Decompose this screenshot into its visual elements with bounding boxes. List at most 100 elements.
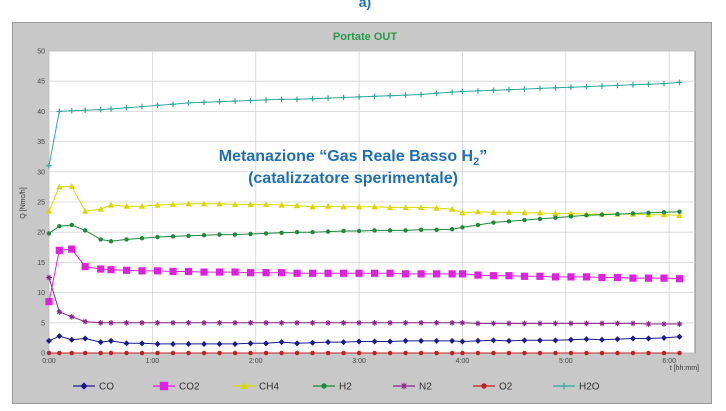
data-point-h2 [491, 220, 496, 225]
data-point-h2o [340, 94, 347, 101]
data-point-h2o [676, 79, 683, 86]
data-point-h2 [232, 232, 238, 237]
data-point-o2 [434, 350, 439, 356]
data-point-h2 [356, 228, 362, 234]
data-point-o2 [615, 350, 620, 356]
data-point-ch4 [355, 203, 363, 210]
legend-entry-o2: O2 [473, 382, 513, 393]
data-point-co2 [200, 268, 208, 276]
data-point-co [139, 340, 146, 347]
data-point-ch4 [505, 209, 513, 215]
data-point-n2 [537, 320, 543, 327]
data-point-o2 [506, 350, 512, 356]
data-point-ch4 [81, 207, 89, 214]
data-point-h2 [537, 216, 543, 222]
data-point-ch4 [56, 183, 63, 190]
data-point-ch4 [536, 209, 544, 216]
data-point-ch4 [490, 209, 497, 215]
x-tick-label: 2:00 [249, 358, 263, 365]
data-point-h2 [403, 228, 408, 233]
data-point-o2 [553, 350, 558, 356]
data-point-h2o [521, 86, 528, 92]
y-tick-label: 25 [37, 200, 45, 207]
data-point-co [325, 339, 332, 346]
data-point-h2o [402, 92, 409, 98]
legend-marker [240, 382, 248, 390]
data-point-n2 [449, 320, 455, 326]
data-point-co [371, 338, 378, 345]
data-point-co2 [448, 270, 456, 278]
data-point-co2 [505, 272, 513, 280]
series-layer [45, 79, 684, 356]
data-point-n2 [247, 320, 254, 326]
data-point-h2o [645, 81, 652, 88]
data-point-o2 [599, 350, 605, 356]
data-point-co [536, 337, 543, 344]
data-point-n2 [661, 321, 667, 327]
legend-marker [481, 383, 487, 389]
data-point-ch4 [371, 203, 378, 210]
data-point-n2 [645, 321, 652, 327]
data-point-n2 [371, 320, 378, 326]
data-point-n2 [154, 320, 161, 326]
legend-label: H2 [339, 382, 352, 393]
data-point-o2 [537, 350, 543, 356]
data-point-co [490, 337, 497, 344]
data-point-co2 [138, 267, 146, 275]
data-point-o2 [568, 350, 574, 356]
data-point-n2 [418, 320, 424, 326]
data-point-co [505, 337, 512, 344]
data-point-h2 [506, 219, 512, 224]
data-point-ch4 [185, 200, 192, 207]
data-point-co [583, 336, 590, 343]
data-point-ch4 [402, 204, 409, 210]
y-tick-label: 0 [41, 351, 45, 358]
data-point-co [263, 340, 270, 347]
data-point-o2 [263, 350, 269, 356]
data-point-o2 [139, 350, 145, 356]
data-point-n2 [340, 320, 347, 326]
data-point-n2 [459, 320, 466, 326]
data-point-co2 [370, 269, 379, 277]
y-tick-label: 20 [37, 230, 45, 237]
data-point-o2 [201, 350, 207, 356]
data-point-co2 [675, 275, 684, 283]
data-point-h2 [139, 236, 145, 241]
legend-marker [80, 382, 88, 390]
data-point-co2 [474, 271, 482, 279]
data-point-co2 [293, 269, 301, 277]
data-point-n2 [278, 320, 285, 326]
y-tick-label: 15 [37, 260, 45, 267]
data-point-n2 [676, 321, 683, 327]
data-point-o2 [372, 350, 377, 356]
data-point-ch4 [231, 201, 239, 207]
data-point-o2 [279, 350, 284, 356]
data-point-co [433, 337, 440, 344]
data-point-h2 [46, 231, 52, 236]
data-point-h2 [646, 210, 651, 216]
data-point-co [521, 337, 528, 344]
y-tick-label: 5 [41, 320, 45, 327]
data-point-n2 [123, 320, 130, 326]
data-point-o2 [418, 350, 424, 356]
data-point-n2 [433, 320, 440, 326]
data-point-n2 [402, 320, 409, 326]
data-point-co2 [520, 272, 529, 280]
series-co [46, 333, 683, 347]
data-point-ch4 [200, 200, 208, 207]
data-point-co2 [246, 269, 255, 277]
data-point-o2 [69, 350, 74, 356]
series-n2 [46, 274, 683, 327]
data-point-h2o [490, 87, 497, 94]
data-point-co2 [324, 269, 332, 277]
data-point-ch4 [309, 203, 316, 210]
data-point-co [68, 336, 75, 343]
data-point-h2 [568, 214, 574, 219]
legend-entry-ch4: CH4 [233, 382, 279, 393]
data-point-h2o [433, 90, 440, 97]
data-point-co [154, 340, 161, 347]
data-point-o2 [248, 350, 253, 356]
data-point-h2o [537, 85, 543, 92]
legend-entry-co2: CO2 [153, 382, 200, 393]
